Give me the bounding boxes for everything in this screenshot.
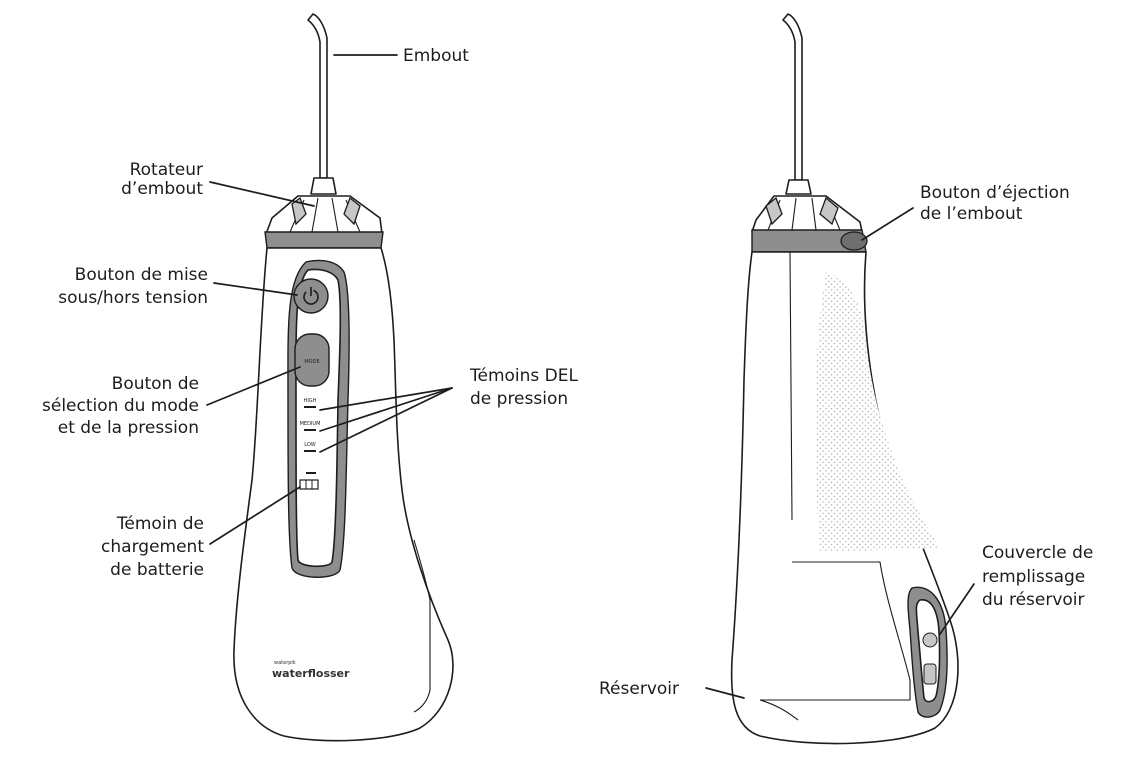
label-mode-3: et de la pression xyxy=(58,418,199,438)
brand-small: waterpik xyxy=(274,660,296,666)
label-tip-rotator-1: Rotateur xyxy=(130,160,203,180)
led-low xyxy=(304,450,316,452)
level-medium-label: MEDIUM xyxy=(300,421,321,427)
led-medium xyxy=(304,429,316,431)
led-high xyxy=(304,406,316,408)
tip-rotator xyxy=(265,195,383,235)
tip-eject-button[interactable] xyxy=(840,231,868,251)
grip-texture xyxy=(815,272,940,552)
level-low-label: LOW xyxy=(304,442,316,448)
label-battery-2: chargement xyxy=(101,537,204,557)
callout-labels: Embout Rotateur d’embout Bouton de mise … xyxy=(42,46,1093,699)
label-lid-1: Couvercle de xyxy=(982,543,1093,563)
mode-button-label: MODE xyxy=(304,359,319,365)
label-tip: Embout xyxy=(403,46,469,66)
label-mode-2: sélection du mode xyxy=(42,396,199,416)
label-tip-rotator-2: d’embout xyxy=(121,179,203,199)
label-mode-1: Bouton de xyxy=(112,374,199,394)
label-eject-2: de l’embout xyxy=(920,204,1023,224)
reservoir-window xyxy=(760,561,911,701)
label-eject-1: Bouton d’éjection xyxy=(920,183,1070,203)
level-high-label: HIGH xyxy=(304,398,317,404)
label-battery-1: Témoin de xyxy=(116,514,204,534)
side-tip-rotator xyxy=(751,195,863,233)
power-icon xyxy=(303,289,319,305)
label-lid-2: remplissage xyxy=(982,567,1085,587)
side-tip-nozzle xyxy=(782,13,803,181)
leader-lines xyxy=(206,54,975,699)
label-power-1: Bouton de mise xyxy=(75,265,208,285)
reservoir-fill-lid[interactable] xyxy=(907,586,948,718)
label-leds-2: de pression xyxy=(470,389,568,409)
brand-large: waterflosser xyxy=(272,667,350,680)
label-battery-3: de batterie xyxy=(110,560,204,580)
tip-nozzle xyxy=(307,13,328,179)
side-view-device xyxy=(730,13,959,745)
label-power-2: sous/hors tension xyxy=(58,288,208,308)
front-view-device: MODE HIGH MEDIUM LOW waterpik waterfloss… xyxy=(233,13,454,742)
battery-icon xyxy=(299,479,319,490)
label-lid-3: du réservoir xyxy=(982,590,1085,610)
mode-button[interactable] xyxy=(294,333,330,387)
label-leds-1: Témoins DEL xyxy=(469,366,579,386)
label-reservoir: Réservoir xyxy=(599,679,679,699)
